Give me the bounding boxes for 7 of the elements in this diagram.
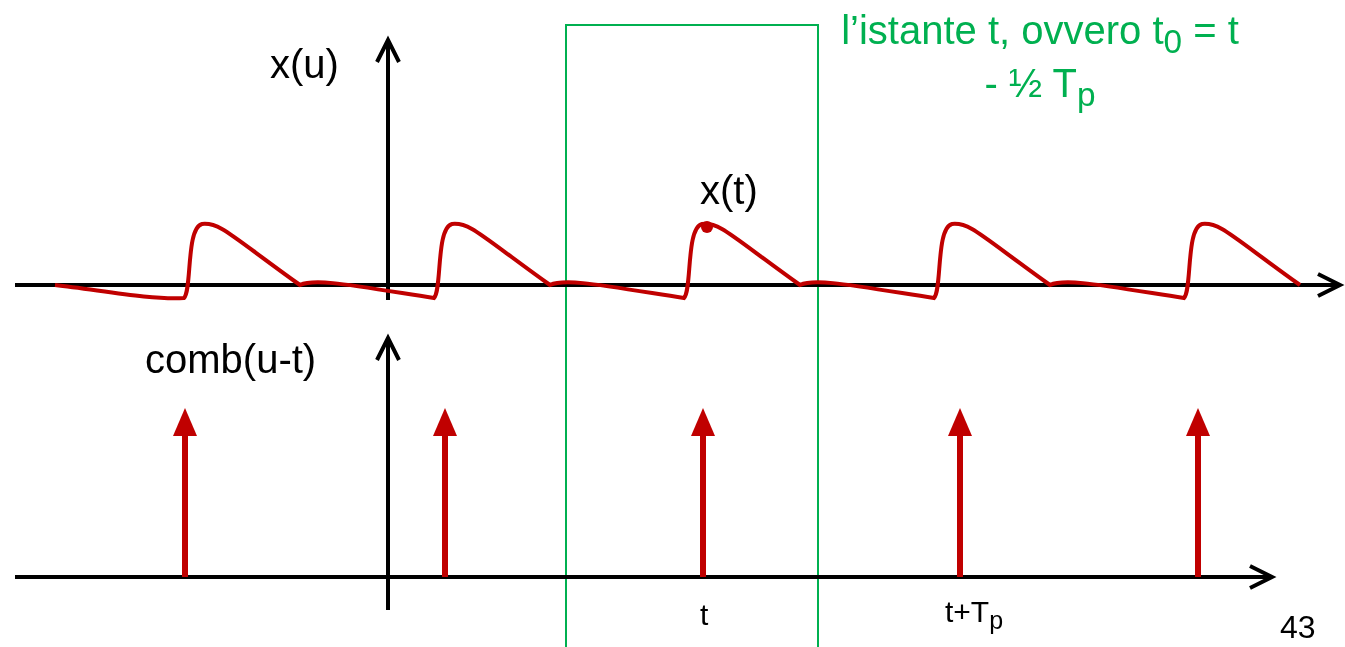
point-label: x(t) bbox=[700, 168, 758, 212]
tick-label: t bbox=[700, 598, 709, 631]
annotation-text: l’istante t, ovvero t$_{0}$ = t - ½ T$_{p}$ bbox=[840, 8, 1240, 114]
axis-label: comb(u-t) bbox=[145, 337, 317, 381]
axis-label: x(u) bbox=[270, 42, 339, 86]
tick-label: t+T$_{p}$ bbox=[945, 595, 1004, 635]
page-number: 43 bbox=[1280, 610, 1316, 646]
